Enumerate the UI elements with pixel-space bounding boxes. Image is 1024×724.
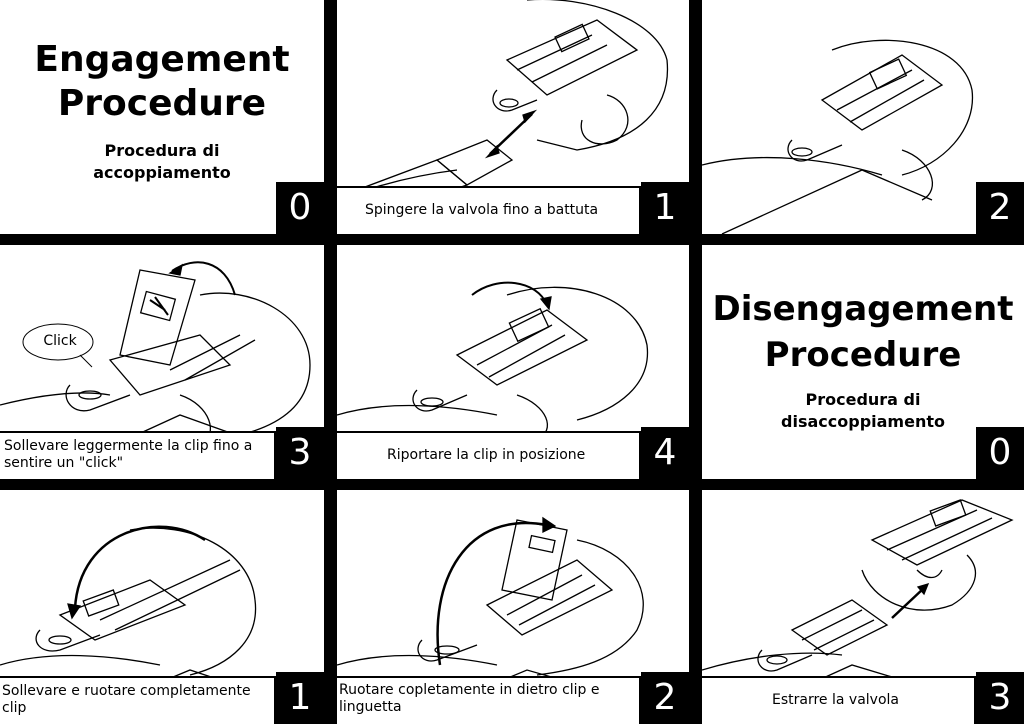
step-number-badge: 4: [641, 427, 689, 479]
disengagement-step1-panel: Sollevare e ruotare completamente clip 1: [0, 490, 324, 724]
disengagement-subtitle-line1: Procedura di: [805, 390, 921, 409]
disengagement-title-panel: Disengagement Procedure Procedura di dis…: [702, 245, 1024, 479]
step-caption: Estrarre la valvola: [702, 676, 976, 724]
step-number-badge: 2: [641, 672, 689, 724]
engagement-subtitle-line1: Procedura di: [104, 141, 220, 160]
step-caption-text: Sollevare leggermente la clip fino a sen…: [4, 438, 253, 471]
engagement-step3-panel: Click Sollevare leggermente la clip fino…: [0, 245, 324, 479]
valve-push-illustration: [337, 0, 669, 216]
step-number-badge: 2: [976, 182, 1024, 234]
step-caption: Sollevare e ruotare completamente clip: [0, 676, 276, 724]
disengagement-subtitle-line2: disaccoppiamento: [781, 412, 945, 431]
step-number-badge: 1: [641, 182, 689, 234]
disengagement-title-line1: Disengagement: [712, 289, 1014, 329]
step-caption-text: Riportare la clip in posizione: [387, 447, 586, 463]
engagement-title-line2: Procedure: [57, 83, 267, 124]
valve-extract-illustration: [702, 499, 1014, 724]
click-bubble-label: Click: [43, 333, 77, 349]
engagement-step1-panel: Spingere la valvola fino a battuta 1: [337, 0, 689, 234]
step-caption: Riportare la clip in posizione: [337, 431, 641, 479]
step-caption: Spingere la valvola fino a battuta: [337, 186, 641, 234]
disengagement-title-line2: Procedure: [764, 335, 962, 375]
step-caption-text: Ruotare copletamente in dietro clip e li…: [339, 682, 600, 715]
step-number-badge: 0: [276, 182, 324, 234]
step-caption-text: Spingere la valvola fino a battuta: [365, 202, 599, 218]
engagement-title-panel: Engagement Procedure Procedura di accopp…: [0, 0, 324, 234]
disengagement-step3-panel: Estrarre la valvola 3: [702, 490, 1024, 724]
engagement-step2-panel: 2: [702, 0, 1024, 234]
step-number-badge: 0: [976, 427, 1024, 479]
engagement-subtitle-line2: accoppiamento: [93, 163, 231, 182]
step-caption: Ruotare copletamente in dietro clip e li…: [337, 676, 641, 724]
engagement-step4-panel: Riportare la clip in posizione 4: [337, 245, 689, 479]
disengagement-step2-panel: Ruotare copletamente in dietro clip e li…: [337, 490, 689, 724]
valve-engaged-illustration: [702, 39, 974, 234]
step-caption-text: Sollevare e ruotare completamente clip: [2, 683, 251, 716]
engagement-title-line1: Engagement: [34, 39, 290, 80]
step-number-badge: 3: [976, 672, 1024, 724]
step-caption: Sollevare leggermente la clip fino a sen…: [0, 431, 276, 479]
step-number-badge: 3: [276, 427, 324, 479]
step-caption-text: Estrarre la valvola: [772, 692, 899, 708]
step-number-badge: 1: [276, 672, 324, 724]
